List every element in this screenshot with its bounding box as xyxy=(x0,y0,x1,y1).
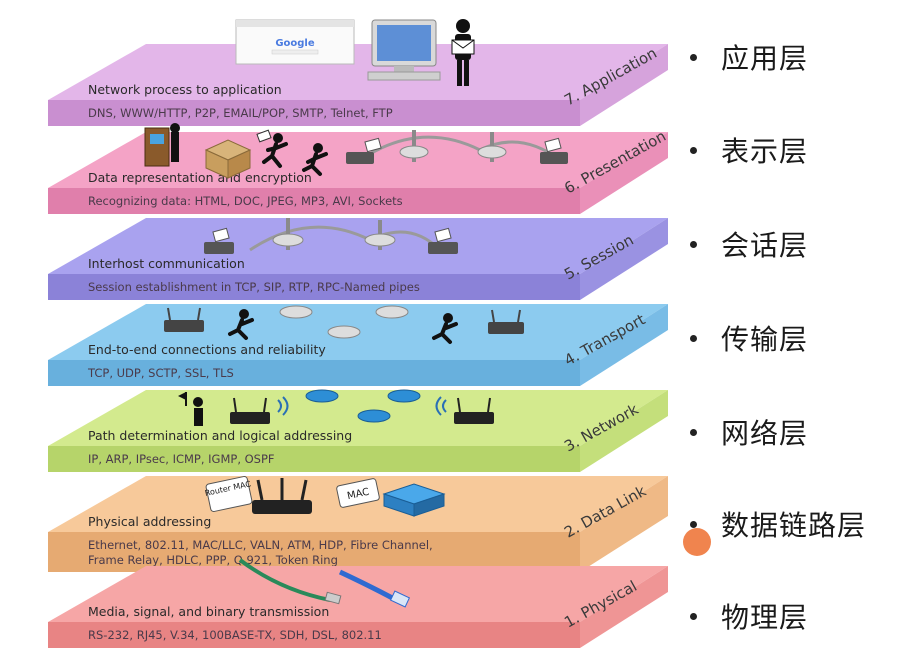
layer-side-face xyxy=(580,132,668,214)
layer-4: End-to-end connections and reliabilityTC… xyxy=(48,304,668,386)
router-icon xyxy=(428,227,458,254)
router-icon xyxy=(346,137,382,164)
network-hub-icon xyxy=(279,305,409,339)
illustrations-group: Google xyxy=(144,19,568,608)
layer-protocols: Session establishment in TCP, SIP, RTP, … xyxy=(88,280,420,294)
chinese-layer-name: 会话层 xyxy=(721,229,809,262)
router-icon xyxy=(230,397,270,424)
layer-1: Media, signal, and binary transmissionRS… xyxy=(48,566,668,648)
switch-icon xyxy=(305,389,421,423)
layer-protocols: TCP, UDP, SCTP, SSL, TLS xyxy=(87,366,234,380)
layer-protocols: IP, ARP, IPsec, ICMP, IGMP, OSPF xyxy=(88,452,275,466)
wifi-signal-icon xyxy=(435,396,447,416)
person-envelope-icon xyxy=(451,19,475,86)
chinese-layer-name: 物理层 xyxy=(721,601,809,634)
bullet-dot xyxy=(690,428,697,436)
bridge-icon xyxy=(359,130,561,162)
running-person-icon xyxy=(432,313,458,344)
router-icon xyxy=(164,307,204,332)
layer-top-face xyxy=(48,566,668,622)
running-person-icon xyxy=(228,309,254,340)
cable-icon xyxy=(338,569,411,608)
bullet-dot xyxy=(690,520,697,528)
layer-side-face xyxy=(580,476,668,572)
computer-icon xyxy=(367,19,441,81)
layer-title: Network process to application xyxy=(88,82,282,97)
layer-front-face xyxy=(48,532,580,572)
google-logo: Google xyxy=(275,38,315,49)
layer-top-face xyxy=(48,218,668,274)
chinese-layer-item: 会话层 xyxy=(690,224,808,264)
bullet-dot xyxy=(690,334,697,342)
router-icon xyxy=(488,309,524,334)
layer-6: Data representation and encryptionRecogn… xyxy=(48,127,669,214)
layer-side-face xyxy=(580,218,668,300)
chinese-layer-name: 表示层 xyxy=(721,135,809,168)
router-icon xyxy=(252,478,312,514)
layer-top-face xyxy=(48,390,668,446)
chinese-layer-list: 应用层表示层会话层传输层网络层数据链路层物理层 xyxy=(690,0,920,671)
layer-title: Path determination and logical addressin… xyxy=(88,428,352,443)
cursor-indicator xyxy=(683,528,711,556)
router-icon xyxy=(204,227,234,254)
layer-title: End-to-end connections and reliability xyxy=(88,342,326,357)
chinese-layer-item: 物理层 xyxy=(690,596,808,636)
layer-front-face xyxy=(48,188,580,214)
mac-tag: MAC xyxy=(336,478,380,508)
layer-side-face xyxy=(580,390,668,472)
layer-3: Path determination and logical addressin… xyxy=(48,390,668,472)
layer-title: Interhost communication xyxy=(88,256,245,271)
layer-side-face xyxy=(580,304,668,386)
layer-protocols: DNS, WWW/HTTP, P2P, EMAIL/POP, SMTP, Tel… xyxy=(88,106,393,120)
chinese-layer-name: 传输层 xyxy=(721,323,809,356)
running-person-icon xyxy=(256,129,288,168)
layer-protocols: Recognizing data: HTML, DOC, JPEG, MP3, … xyxy=(88,194,403,208)
bullet-dot xyxy=(690,240,697,248)
cable-icon xyxy=(238,558,342,605)
bullet-dot xyxy=(690,146,697,154)
layer-front-face xyxy=(48,622,580,648)
bullet-dot xyxy=(690,53,697,61)
layer-title: Data representation and encryption xyxy=(88,170,312,185)
browser-window-icon: Google xyxy=(235,19,355,65)
chinese-layer-item: 数据链路层 xyxy=(690,504,866,544)
switch-icon xyxy=(382,483,446,517)
running-person-icon xyxy=(302,143,328,176)
kiosk-icon xyxy=(144,123,180,167)
layer-title: Media, signal, and binary transmission xyxy=(88,604,329,619)
mac-tag-label: MAC xyxy=(346,487,370,502)
bridge-icon xyxy=(249,218,442,252)
person-flag-icon xyxy=(178,392,203,426)
layer-protocols-line2: Frame Relay, HDLC, PPP, Q.921, Token Rin… xyxy=(88,553,338,567)
chinese-layer-item: 网络层 xyxy=(690,412,808,452)
layer-side-face xyxy=(580,44,668,126)
layer-front-face xyxy=(48,360,580,386)
layer-front-face xyxy=(48,274,580,300)
chinese-layer-name: 数据链路层 xyxy=(721,509,867,542)
router-icon xyxy=(454,397,494,424)
router-icon xyxy=(540,137,568,164)
chinese-layer-item: 传输层 xyxy=(690,318,808,358)
layer-title: Physical addressing xyxy=(88,514,211,529)
layer-side-face xyxy=(580,566,668,648)
layer-top-face xyxy=(48,44,668,100)
chinese-layer-name: 应用层 xyxy=(721,42,809,75)
chinese-layer-name: 网络层 xyxy=(721,417,809,450)
layer-front-face xyxy=(48,100,580,126)
layer-front-face xyxy=(48,446,580,472)
wifi-signal-icon xyxy=(277,396,289,416)
layer-protocols: RS-232, RJ45, V.34, 100BASE-TX, SDH, DSL… xyxy=(88,628,382,642)
chinese-layer-item: 应用层 xyxy=(690,37,808,77)
chinese-layer-item: 表示层 xyxy=(690,130,808,170)
layer-protocols: Ethernet, 802.11, MAC/LLC, VALN, ATM, HD… xyxy=(88,538,433,552)
box-icon xyxy=(204,139,252,179)
bullet-dot xyxy=(690,612,697,620)
router-mac-tag: Router MAC xyxy=(204,475,253,513)
